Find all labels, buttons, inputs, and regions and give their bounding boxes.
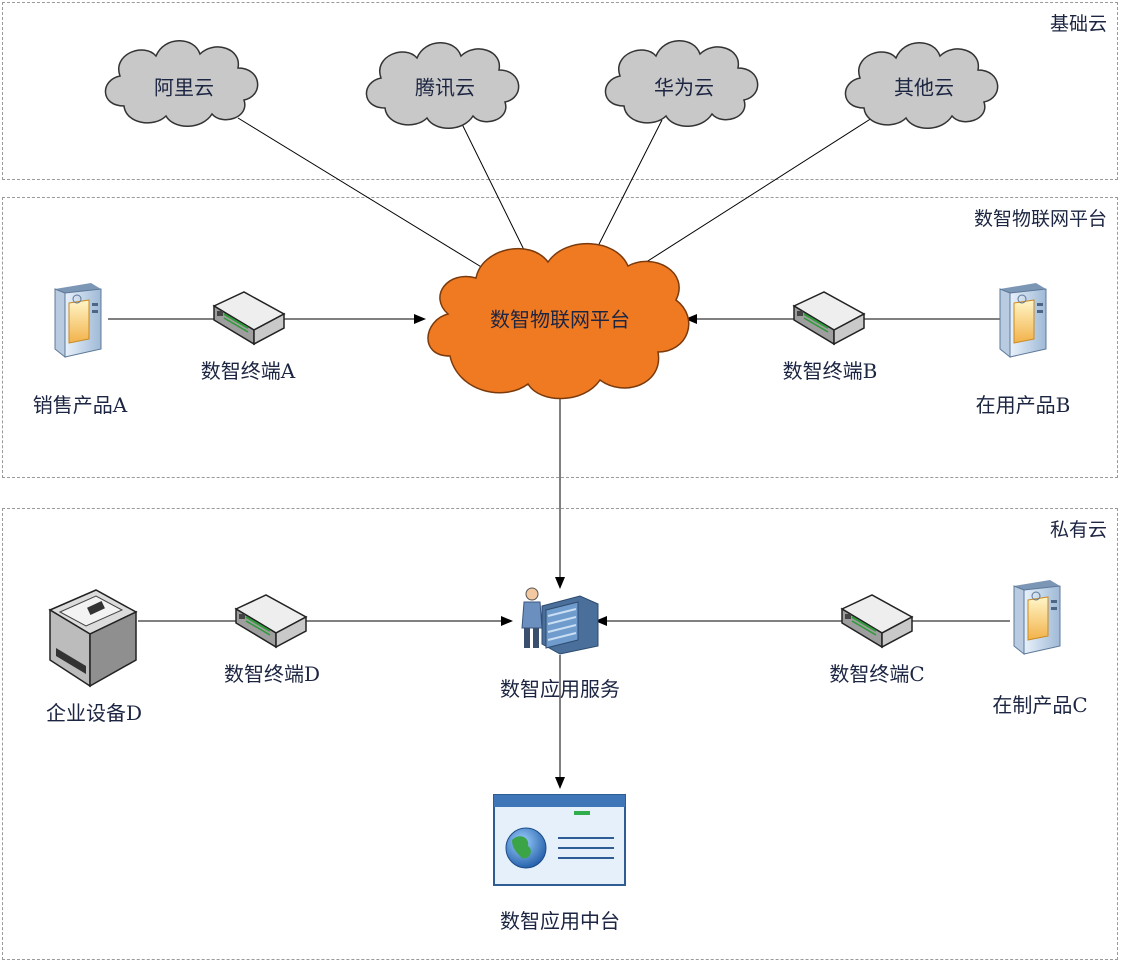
product-c-server-icon	[1013, 579, 1061, 655]
cloud-tencent-label: 腾讯云	[415, 75, 475, 100]
zone-title: 私有云	[1049, 519, 1107, 541]
cloud-huawei-label: 华为云	[654, 75, 714, 100]
product-c-label: 在制产品C	[992, 693, 1088, 717]
zone-base-cloud: 基础云	[2, 2, 1118, 180]
link-other-hub	[639, 117, 873, 267]
app-service-label: 数智应用服务	[500, 677, 620, 701]
link-aliyun-hub	[237, 117, 484, 269]
app-middle-label: 数智应用中台	[500, 909, 620, 933]
product-b-label: 在用产品B	[975, 393, 1071, 417]
app-middle-window-icon	[493, 794, 626, 886]
link-tencent-hub	[461, 123, 529, 259]
printer-icon	[48, 589, 138, 688]
terminal-a-label: 数智终端A	[200, 359, 296, 383]
app-service-icon	[521, 587, 599, 655]
terminal-a-icon	[213, 291, 285, 345]
terminal-c-label: 数智终端C	[829, 662, 925, 686]
zone-title: 基础云	[1049, 13, 1107, 35]
product-b-server-icon	[999, 282, 1047, 358]
iot-hub-cloud-icon	[427, 242, 690, 400]
cloud-other-label: 其他云	[894, 75, 954, 100]
device-d-label: 企业设备D	[45, 701, 143, 725]
terminal-b-label: 数智终端B	[782, 359, 878, 383]
terminal-c-icon	[841, 594, 913, 648]
link-huawei-hub	[591, 119, 663, 259]
iot-hub-label: 数智物联网平台	[490, 307, 630, 332]
terminal-d-icon	[235, 594, 307, 648]
product-a-server-icon	[54, 282, 102, 358]
zone-title: 数智物联网平台	[973, 208, 1107, 230]
terminal-b-icon	[793, 291, 865, 345]
terminal-d-label: 数智终端D	[223, 662, 321, 686]
cloud-aliyun-label: 阿里云	[154, 75, 214, 100]
product-a-label: 销售产品A	[32, 393, 128, 417]
